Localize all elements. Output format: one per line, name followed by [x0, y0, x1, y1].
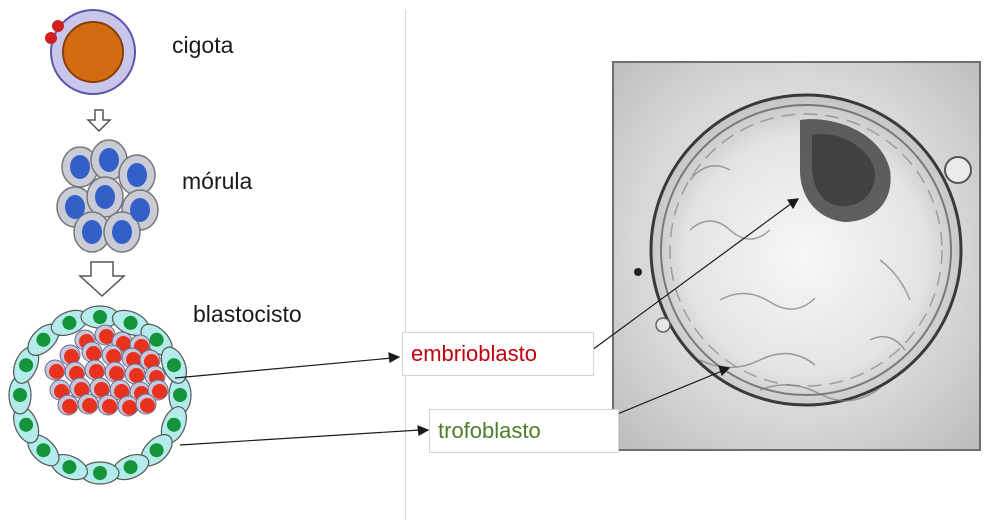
trophoblast-nucleus	[150, 333, 164, 347]
trophoblast-nucleus	[173, 388, 187, 402]
callout-embryoblast: embrioblasto	[402, 332, 594, 376]
morula-illustration	[57, 140, 158, 252]
trophoblast-nucleus	[19, 358, 33, 372]
inner-cell-nucleus	[129, 368, 144, 383]
small-down-arrow-icon	[88, 110, 110, 131]
inner-cell-nucleus	[86, 346, 101, 361]
callout-embryoblast-text: embrioblasto	[411, 343, 537, 365]
blastocyst-illustration	[9, 305, 192, 484]
inner-cell-nucleus	[62, 399, 77, 414]
inner-cell-nucleus	[140, 398, 155, 413]
trophoblast-nucleus	[124, 316, 138, 330]
trophoblast-nucleus	[167, 418, 181, 432]
zygote-illustration	[45, 10, 135, 94]
inner-cell-nucleus	[152, 384, 167, 399]
trophoblast-nucleus	[62, 316, 76, 330]
callout-trophoblast: trofoblasto	[429, 409, 619, 453]
inner-cell-nucleus	[102, 399, 117, 414]
inner-cell-nucleus	[89, 364, 104, 379]
large-down-arrow-icon	[80, 262, 124, 296]
trophoblast-nucleus	[36, 443, 50, 457]
trophoblast-nucleus	[167, 358, 181, 372]
label-zygote: cigota	[172, 34, 233, 57]
trophoblast-nucleus	[93, 466, 107, 480]
trophoblast-nucleus	[93, 310, 107, 324]
trophoblast-nucleus	[19, 418, 33, 432]
inner-cell-nucleus	[122, 400, 137, 415]
trophoblast-nucleus	[150, 443, 164, 457]
trophoblast-nucleus	[36, 333, 50, 347]
trophoblast-nucleus	[13, 388, 27, 402]
label-blastocyst: blastocisto	[193, 303, 302, 326]
callout-trophoblast-text: trofoblasto	[438, 420, 541, 442]
label-morula: mórula	[182, 170, 252, 193]
inner-cell-nucleus	[82, 398, 97, 413]
inner-cell-nucleus	[109, 366, 124, 381]
inner-cell-nucleus	[49, 364, 64, 379]
trophoblast-nucleus	[124, 460, 138, 474]
trophoblast-nucleus	[62, 460, 76, 474]
